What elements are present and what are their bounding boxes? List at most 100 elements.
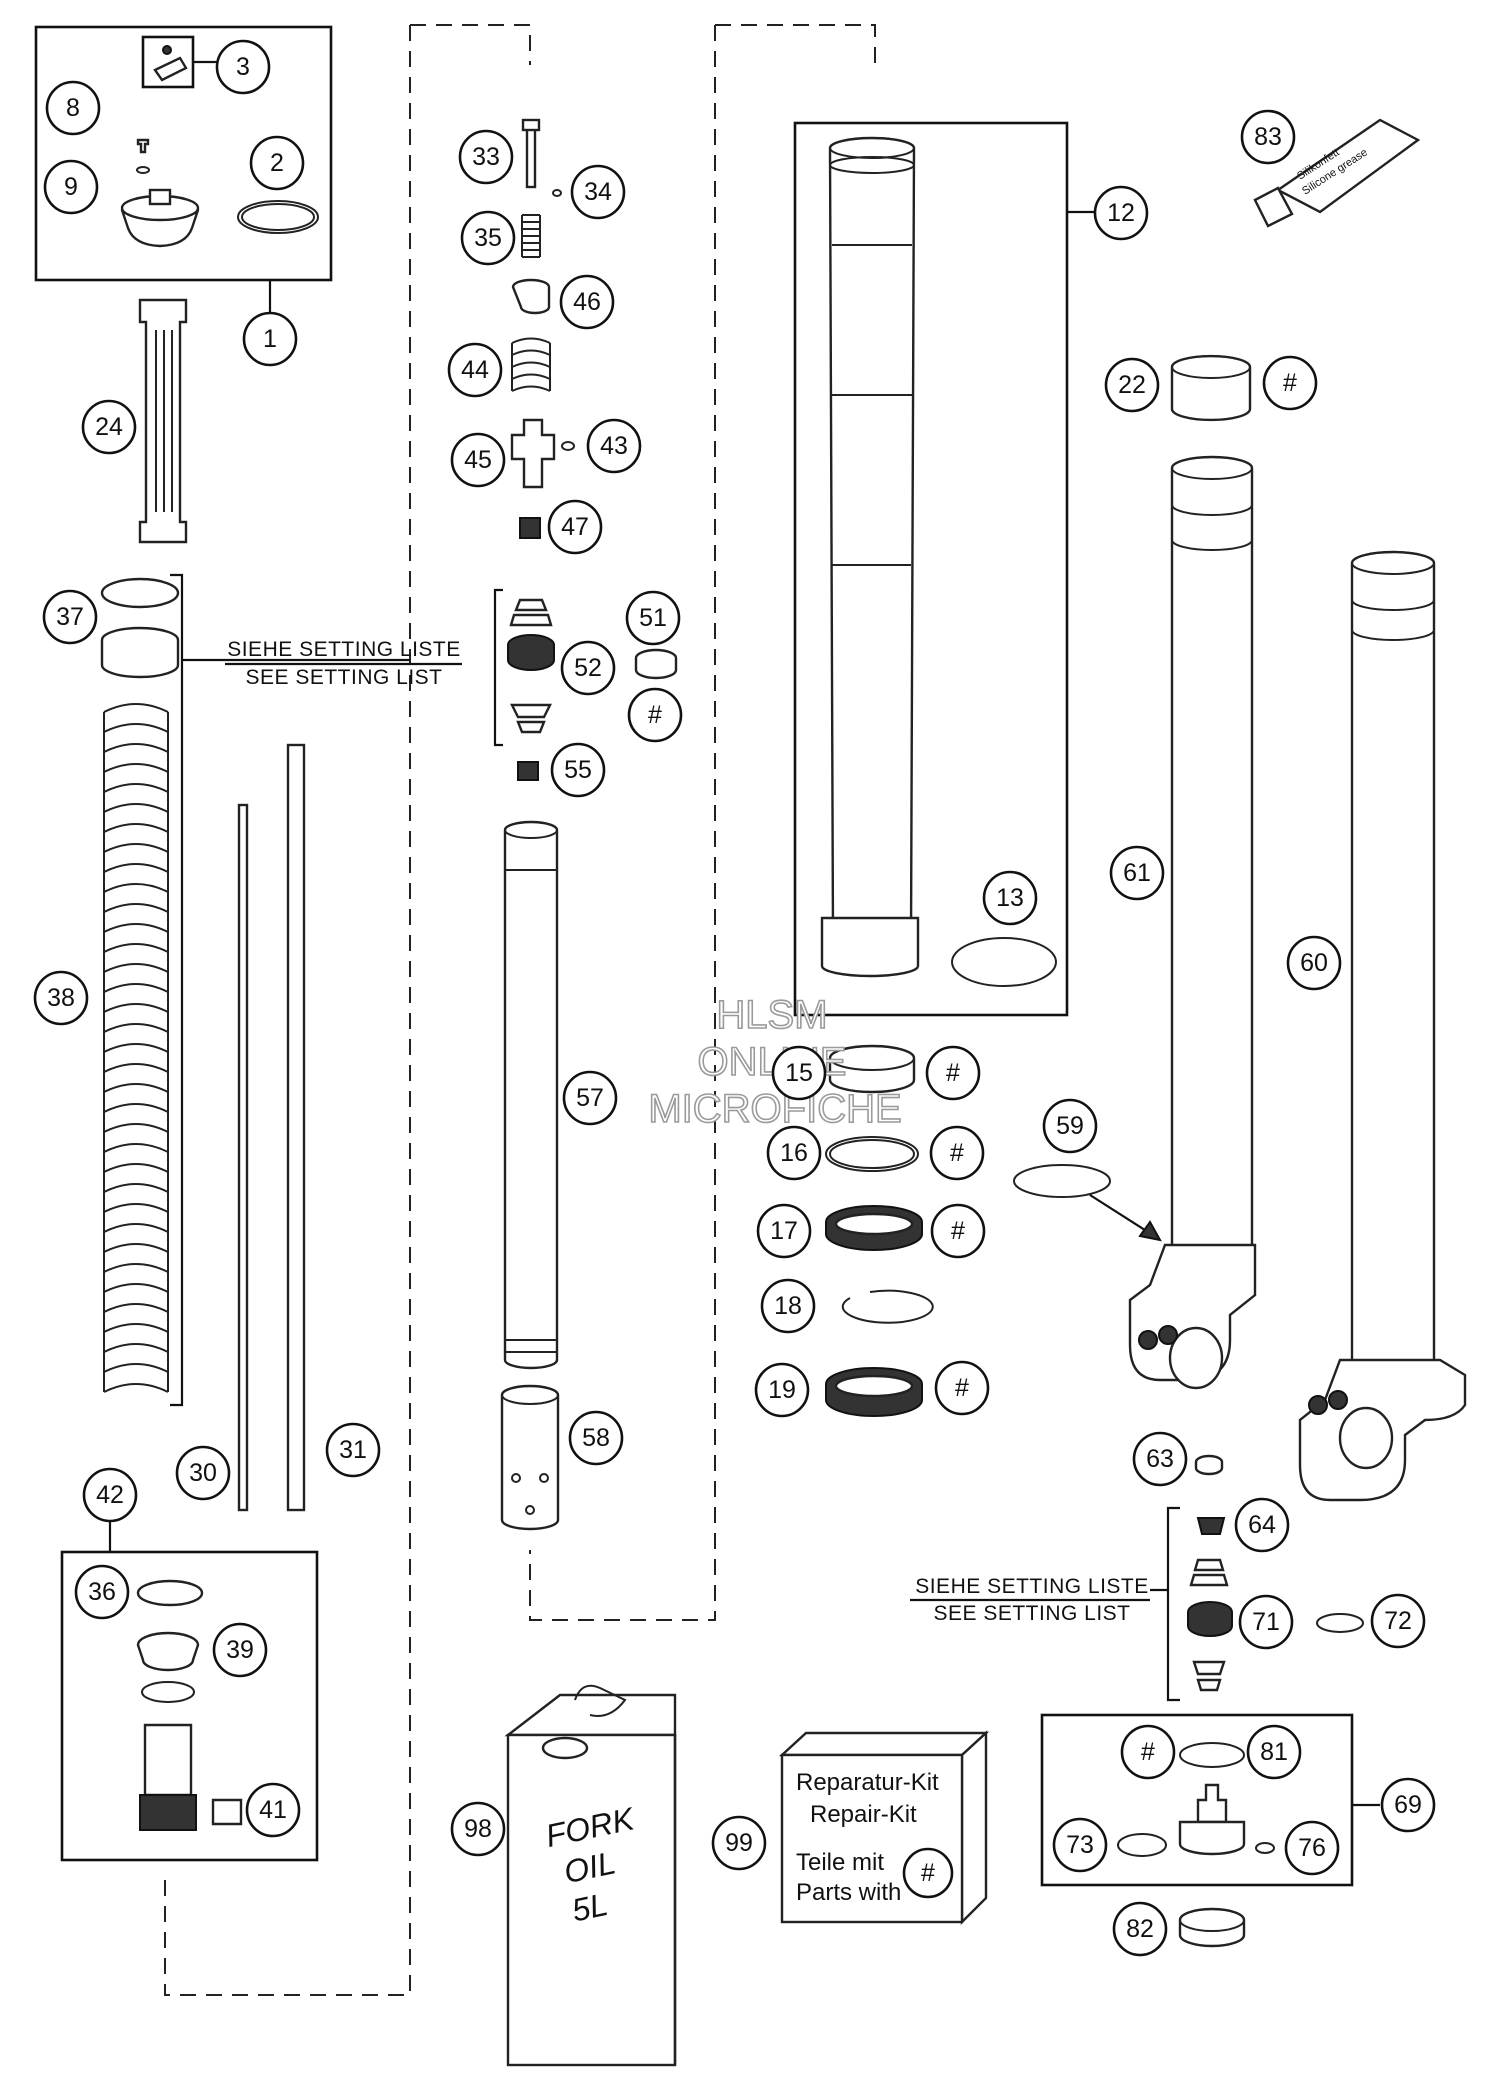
frame-top-cap-group xyxy=(34,25,333,282)
repair-kit-line4: Parts with xyxy=(796,1879,901,1906)
callout-82: 82 xyxy=(1112,1901,1168,1957)
part-35-spring xyxy=(521,214,541,258)
part-16-washer xyxy=(825,1136,919,1172)
part-8-screw xyxy=(136,138,150,154)
part-52-piston-stack xyxy=(507,598,555,734)
part-3-box xyxy=(141,35,195,89)
group-outline-center-left xyxy=(164,24,531,1996)
svg-text:60: 60 xyxy=(1300,949,1328,977)
callout-hash-99: # xyxy=(902,1847,954,1899)
repair-kit-line3: Teile mit xyxy=(796,1849,884,1876)
part-42-o-ring xyxy=(141,1681,195,1703)
callout-8: 8 xyxy=(45,80,101,136)
svg-text:33: 33 xyxy=(472,143,500,171)
callout-17: 17 xyxy=(756,1203,812,1259)
svg-text:73: 73 xyxy=(1066,1831,1094,1859)
svg-text:15: 15 xyxy=(785,1059,813,1087)
svg-text:39: 39 xyxy=(226,1636,254,1664)
part-73-o-ring xyxy=(1117,1833,1167,1857)
svg-text:#: # xyxy=(951,1217,965,1245)
callout-hash-15: # xyxy=(925,1045,981,1101)
svg-text:41: 41 xyxy=(259,1796,287,1824)
svg-text:22: 22 xyxy=(1118,371,1146,399)
part-22-bush-top xyxy=(1171,355,1251,379)
part-46-cup xyxy=(511,278,551,315)
svg-text:36: 36 xyxy=(88,1578,116,1606)
callout-hash-16: # xyxy=(929,1125,985,1181)
svg-text:42: 42 xyxy=(96,1481,124,1509)
part-61-bolt-1 xyxy=(1138,1330,1158,1350)
callout-44: 44 xyxy=(447,342,503,398)
part-2-o-ring-inner xyxy=(241,203,315,231)
part-55-nut xyxy=(517,761,539,781)
svg-text:38: 38 xyxy=(47,984,75,1012)
part-22-bush xyxy=(1170,354,1252,422)
svg-text:37: 37 xyxy=(56,603,84,631)
svg-text:43: 43 xyxy=(600,432,628,460)
callout-42: 42 xyxy=(82,1467,138,1523)
callout-24: 24 xyxy=(81,399,137,455)
part-71-stack-bottom xyxy=(1192,1660,1226,1692)
callout-43: 43 xyxy=(586,418,642,474)
callout-2: 2 xyxy=(249,135,305,191)
svg-text:1: 1 xyxy=(263,325,277,353)
part-12-bushing-zone xyxy=(820,916,920,978)
callout-15: 15 xyxy=(771,1045,827,1101)
part-58-sleeve xyxy=(500,1384,560,1531)
part-30-rod xyxy=(237,803,249,1512)
setting-note-right-de: SIEHE SETTING LISTE xyxy=(915,1575,1149,1598)
part-36-seal xyxy=(136,1579,204,1607)
svg-text:44: 44 xyxy=(461,356,489,384)
callout-1: 1 xyxy=(242,311,298,367)
callout-73: 73 xyxy=(1052,1817,1108,1873)
callout-61: 61 xyxy=(1109,845,1165,901)
svg-text:63: 63 xyxy=(1146,1445,1174,1473)
callout-34: 34 xyxy=(570,164,626,220)
part-58-top xyxy=(501,1385,559,1405)
callout-47: 47 xyxy=(547,499,603,555)
part-39-cap xyxy=(136,1631,200,1672)
callout-9: 9 xyxy=(43,159,99,215)
callout-30: 30 xyxy=(175,1445,231,1501)
callout-81: 81 xyxy=(1246,1724,1302,1780)
callout-71: 71 xyxy=(1238,1594,1294,1650)
callout-98: 98 xyxy=(450,1801,506,1857)
svg-text:18: 18 xyxy=(774,1292,802,1320)
callout-76: 76 xyxy=(1284,1820,1340,1876)
part-61-axle-bore xyxy=(1168,1326,1224,1390)
svg-text:13: 13 xyxy=(996,884,1024,912)
svg-text:81: 81 xyxy=(1260,1738,1288,1766)
part-72-o-ring xyxy=(1316,1613,1364,1633)
svg-text:34: 34 xyxy=(584,178,612,206)
part-81-o-ring xyxy=(1179,1742,1245,1768)
part-41-bush xyxy=(211,1798,243,1826)
callout-13: 13 xyxy=(982,870,1038,926)
callout-99: 99 xyxy=(711,1815,767,1871)
callout-46: 46 xyxy=(559,274,615,330)
part-38-fork-spring xyxy=(103,703,169,1393)
callout-51: 51 xyxy=(625,590,681,646)
svg-text:83: 83 xyxy=(1254,123,1282,151)
group-outline-center-right xyxy=(529,24,876,1621)
callout-hash-22: # xyxy=(1262,355,1318,411)
part-69-base-valve xyxy=(1196,1783,1228,1824)
part-33-needle xyxy=(525,123,537,189)
part-57-damper-tube xyxy=(503,820,559,1370)
svg-text:76: 76 xyxy=(1298,1834,1326,1862)
svg-text:#: # xyxy=(955,1374,969,1402)
part-69-base-body xyxy=(1178,1820,1246,1856)
part-24-slots xyxy=(155,330,173,512)
callout-12: 12 xyxy=(1093,185,1149,241)
part-63-nut xyxy=(1194,1454,1224,1476)
svg-text:3: 3 xyxy=(236,53,250,81)
part-42-body xyxy=(143,1723,193,1797)
svg-text:#: # xyxy=(946,1059,960,1087)
svg-text:8: 8 xyxy=(66,94,80,122)
frame-69-group xyxy=(1040,1713,1354,1887)
svg-text:55: 55 xyxy=(564,756,592,784)
frame-42-group xyxy=(60,1550,319,1862)
callout-55: 55 xyxy=(550,742,606,798)
part-17-seal-inner xyxy=(834,1212,914,1236)
part-76-o-ring xyxy=(1255,1842,1275,1854)
